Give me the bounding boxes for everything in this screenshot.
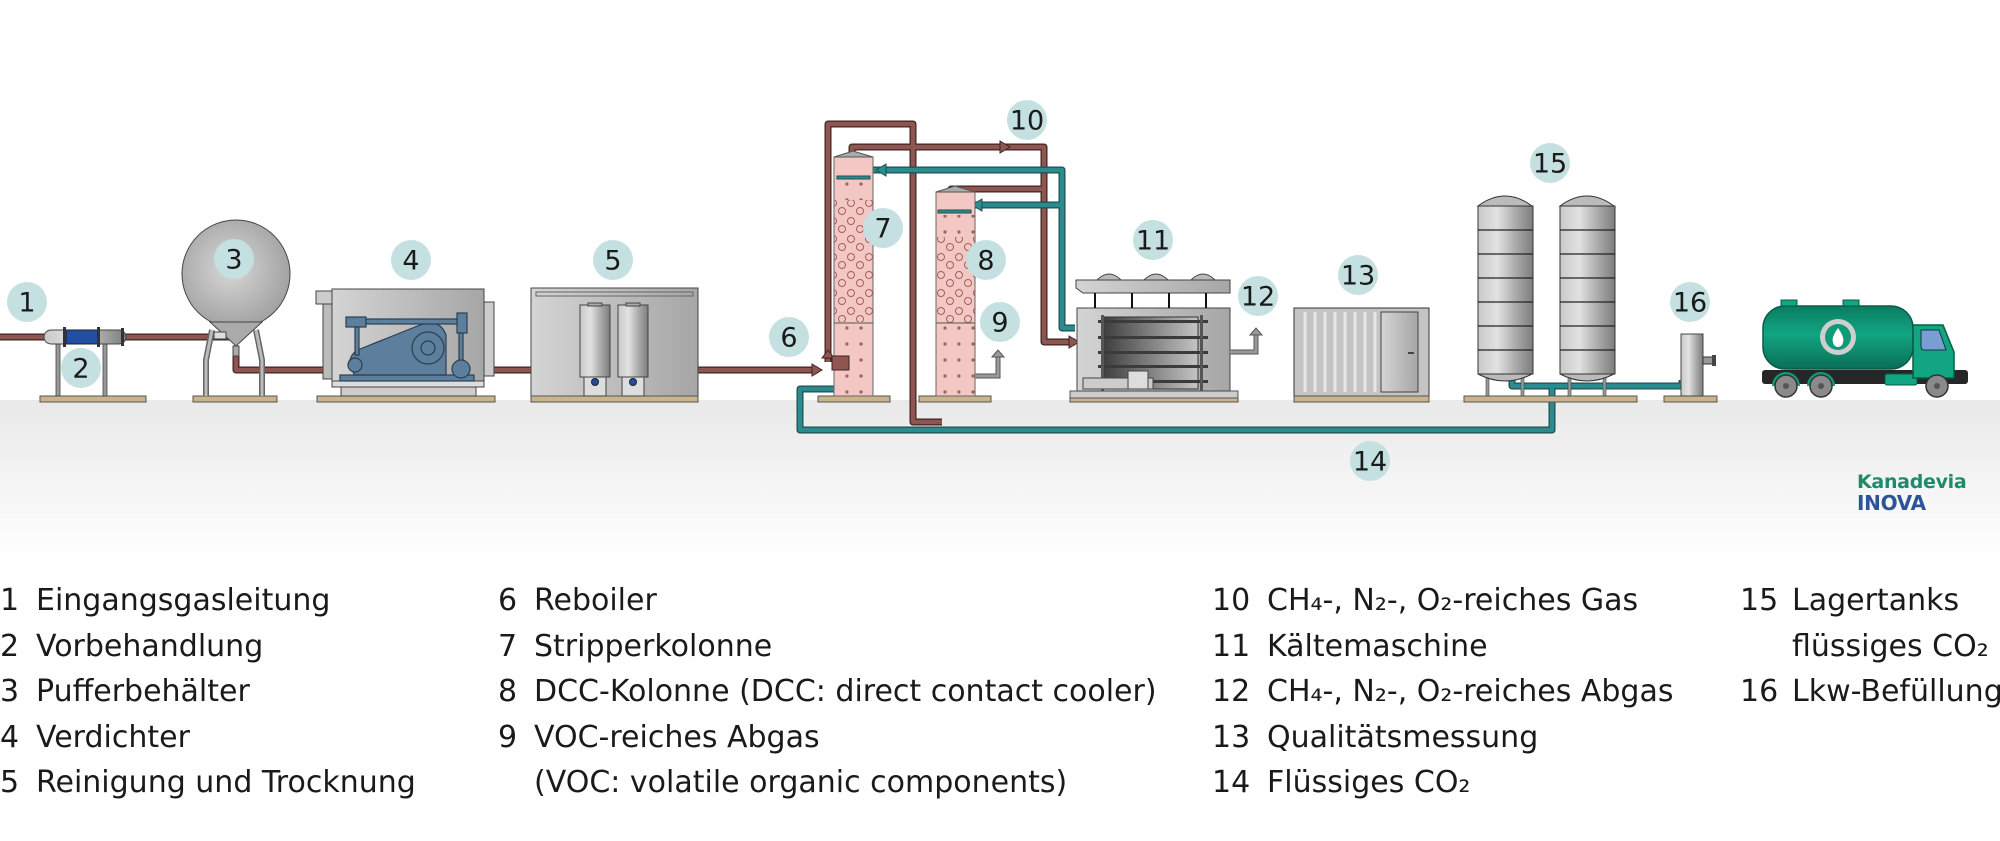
- cleaning-drying-unit: [530, 287, 699, 403]
- badge-label: 9: [991, 308, 1008, 339]
- badge-label: 7: [874, 214, 891, 245]
- badge-label: 10: [1010, 106, 1044, 137]
- pretreatment-filter: [39, 327, 147, 403]
- reboiler: [831, 355, 850, 371]
- gas-pipes: [0, 120, 1075, 426]
- badge-label: 16: [1673, 288, 1707, 319]
- badge-11: 11: [1133, 220, 1173, 260]
- flow-arrow-icon: [811, 363, 823, 377]
- flow-arrow-icon: [999, 140, 1011, 154]
- company-logo: Kanadevia INOVA: [1857, 471, 1967, 515]
- badge-2: 2: [61, 348, 101, 388]
- storage-tanks: [1463, 195, 1638, 403]
- legend-item: flüssiges CO₂: [1792, 628, 1989, 664]
- refrigeration-unit: [1069, 273, 1264, 403]
- badge-label: 2: [72, 354, 89, 385]
- vent-arrow-icon: [990, 349, 1006, 358]
- badge-label: 5: [604, 246, 621, 277]
- badge-6: 6: [769, 317, 809, 357]
- voc-vent-pipe: [975, 356, 1001, 379]
- badge-12: 12: [1238, 276, 1278, 316]
- badge-label: 8: [977, 246, 994, 277]
- badge-3: 3: [214, 239, 254, 279]
- badge-4: 4: [391, 240, 431, 280]
- liquid-drop-icon: [1832, 328, 1844, 347]
- flow-arrow-icon: [1068, 335, 1080, 349]
- badge-14: 14: [1350, 441, 1390, 481]
- badge-8: 8: [966, 240, 1006, 280]
- badge-label: 12: [1241, 282, 1275, 313]
- logo-line-2: INOVA: [1857, 491, 1926, 515]
- badge-label: 6: [780, 323, 797, 354]
- compressor: [315, 288, 496, 403]
- stripper-column: [817, 150, 891, 403]
- badge-1: 1: [7, 282, 47, 322]
- flow-arrow-icon: [875, 163, 887, 177]
- tanker-truck: [1762, 299, 1968, 398]
- legend-item: (VOC: volatile organic components): [534, 765, 1068, 800]
- badge-10: 10: [1007, 100, 1047, 140]
- badge-label: 11: [1136, 226, 1170, 257]
- badge-9: 9: [980, 302, 1020, 342]
- ground: [0, 400, 2000, 560]
- badge-label: 4: [402, 246, 419, 277]
- vent-arrow-icon: [1248, 327, 1264, 336]
- truck-filling-station: [1663, 333, 1718, 403]
- badge-15: 15: [1530, 143, 1570, 183]
- logo-line-1: Kanadevia: [1857, 471, 1967, 493]
- badge-label: 13: [1341, 261, 1375, 292]
- badge-label: 15: [1533, 149, 1567, 180]
- badge-label: 1: [18, 288, 35, 319]
- badge-label: 3: [225, 245, 242, 276]
- process-diagram: 1 2 3 4 5 6 7 8 9 10 11 12 13 14 15 16: [0, 100, 2000, 560]
- badge-5: 5: [593, 240, 633, 280]
- badge-16: 16: [1670, 282, 1710, 322]
- dcc-column: [918, 185, 1006, 403]
- quality-measurement-container: [1293, 307, 1430, 403]
- flow-arrow-icon: [821, 349, 835, 359]
- badge-13: 13: [1338, 255, 1378, 295]
- badge-7: 7: [863, 208, 903, 248]
- badge-label: 14: [1353, 447, 1387, 478]
- flow-arrow-icon: [971, 198, 983, 212]
